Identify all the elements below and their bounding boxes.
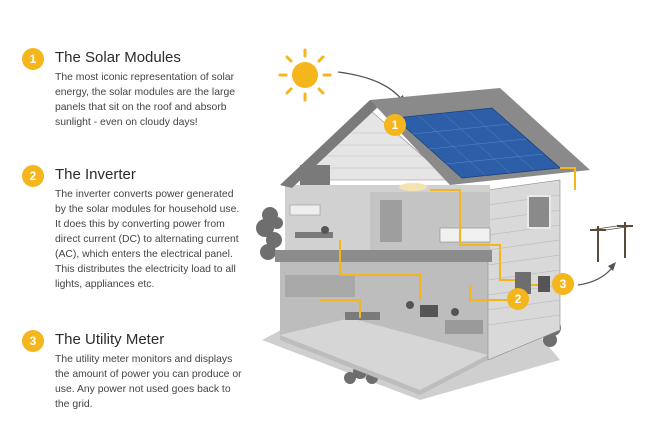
arrow-head: [608, 262, 616, 271]
step-title: The Utility Meter: [55, 331, 165, 348]
step-number-badge: 3: [22, 330, 44, 352]
window: [527, 195, 551, 229]
doorway: [380, 200, 402, 242]
air-conditioner: [289, 204, 321, 216]
callout-2-icon: 2: [507, 288, 529, 310]
callout-3-icon: 3: [552, 273, 574, 295]
step-number-badge: 1: [22, 48, 44, 70]
step-number-badge: 2: [22, 165, 44, 187]
sunlight-arrow: [337, 71, 403, 101]
callout-1-icon: 1: [384, 114, 406, 136]
sofa: [445, 320, 483, 334]
person-icon: [321, 226, 329, 234]
kitchen-counter: [285, 275, 355, 297]
sun-icon: [278, 48, 332, 102]
ceiling-light: [399, 183, 427, 191]
house-cutaway-illustration: 1 2 3: [256, 48, 634, 400]
power-pole-icon: [589, 222, 634, 262]
utility-meter-unit: [538, 276, 550, 292]
svg-text:1: 1: [392, 118, 399, 132]
person-icon: [451, 308, 459, 316]
step-title: The Inverter: [55, 166, 136, 183]
step-title: The Solar Modules: [55, 49, 181, 66]
step-description: The most iconic representation of solar …: [55, 72, 236, 128]
person-icon: [406, 301, 414, 309]
tv: [420, 305, 438, 317]
svg-text:3: 3: [560, 277, 567, 291]
step-utility-meter: 3 The Utility Meter The utility meter mo…: [22, 330, 247, 412]
step-solar-modules: 1 The Solar Modules The most iconic repr…: [22, 48, 247, 130]
step-description: The inverter converts power generated by…: [55, 189, 240, 290]
step-description: The utility meter monitors and displays …: [55, 354, 242, 410]
ground-floor-floor: [280, 318, 488, 390]
svg-text:2: 2: [515, 292, 522, 306]
bed: [439, 227, 491, 243]
desk: [295, 232, 333, 238]
grid-arrow: [577, 267, 613, 286]
dining-table: [345, 312, 380, 320]
step-inverter: 2 The Inverter The inverter converts pow…: [22, 165, 247, 292]
dormer-roof: [300, 165, 330, 185]
floor-divider: [275, 250, 492, 262]
